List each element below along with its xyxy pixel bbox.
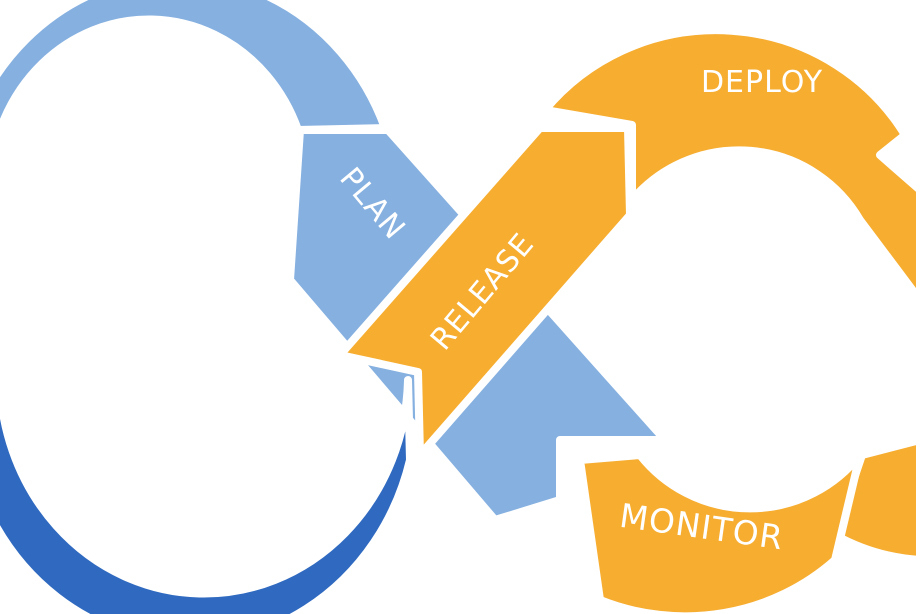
release-arrow bbox=[336, 124, 634, 459]
monitor-arc bbox=[576, 451, 864, 614]
test-label: TEST bbox=[90, 503, 210, 552]
deploy-label: DEPLOY bbox=[701, 65, 823, 100]
deploy-segment: DEPLOY bbox=[541, 26, 920, 304]
code-label: CODE bbox=[80, 57, 171, 92]
test-segment: TEST bbox=[0, 364, 414, 614]
code-segment: CODE bbox=[0, 0, 389, 258]
deploy-arc bbox=[541, 26, 920, 304]
release-segment: RELEASE bbox=[336, 124, 634, 459]
monitor-segment: MONITOR bbox=[576, 451, 864, 614]
test-arc bbox=[0, 364, 414, 614]
code-arc bbox=[0, 0, 389, 258]
